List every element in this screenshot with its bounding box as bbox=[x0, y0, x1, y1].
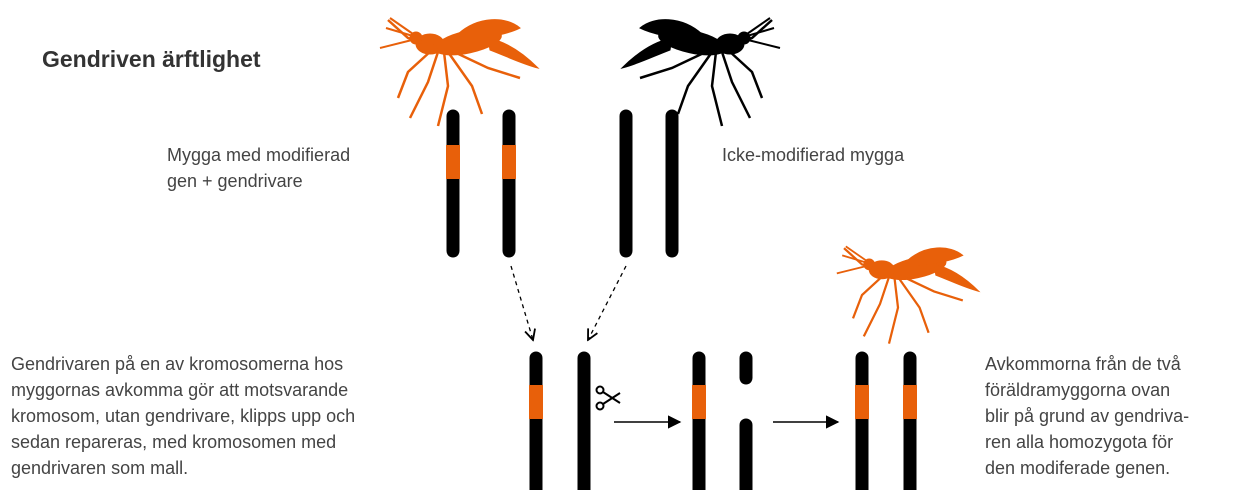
scissors-icon bbox=[597, 387, 621, 410]
offspring-chromosomes-before bbox=[529, 358, 584, 490]
offspring-chromosomes-repaired bbox=[855, 358, 917, 490]
inheritance-arrow bbox=[511, 266, 533, 340]
offspring-chromosomes-cut bbox=[692, 358, 746, 490]
orange-mosquito-icon bbox=[380, 18, 538, 126]
modified-gene-segment bbox=[903, 385, 917, 419]
inheritance-arrow bbox=[588, 266, 626, 340]
non-modified-parent-chromosomes bbox=[626, 116, 672, 251]
modified-gene-segment bbox=[855, 385, 869, 419]
modified-parent-chromosomes bbox=[446, 116, 516, 251]
modified-gene-segment bbox=[529, 385, 543, 419]
modified-gene-segment bbox=[692, 385, 706, 419]
black-mosquito-icon bbox=[622, 18, 780, 126]
modified-gene-segment bbox=[502, 145, 516, 179]
orange-mosquito-icon bbox=[837, 246, 979, 343]
modified-gene-segment bbox=[446, 145, 460, 179]
